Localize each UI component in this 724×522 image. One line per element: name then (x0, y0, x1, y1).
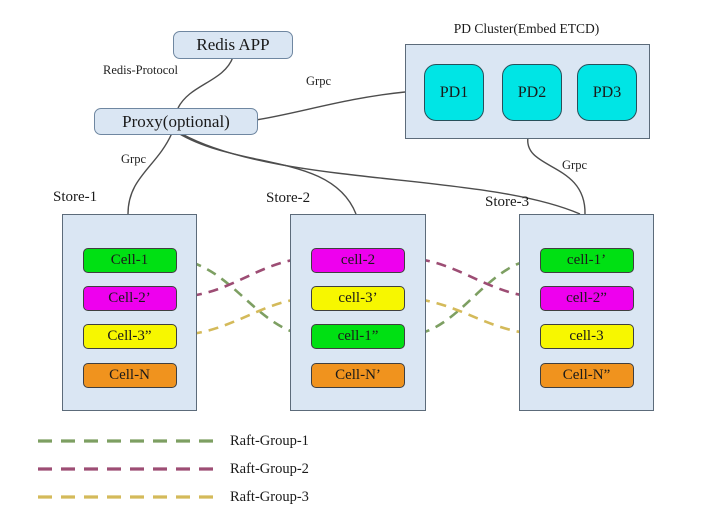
cell-node: Cell-1 (82, 248, 177, 273)
grpc-proxy-pd-edge-label: Grpc (306, 74, 331, 88)
pd3-node: PD3 (577, 64, 637, 121)
cell-node: cell-3’ (311, 286, 405, 311)
store3-box: cell-1’ cell-2” cell-3 Cell-N” (519, 214, 654, 411)
pd1-node: PD1 (424, 64, 484, 121)
pd2-node: PD2 (502, 64, 562, 121)
cell-node: Cell-2’ (82, 286, 177, 311)
store3-label: Store-3 (485, 194, 530, 210)
legend-label: Raft-Group-2 (230, 460, 309, 477)
proxy-node: Proxy(optional) (94, 108, 258, 135)
edge-proxy-to-store3 (181, 133, 581, 215)
legend-item-raft-group-1: Raft-Group-1 (38, 427, 309, 455)
store1-box: Cell-1 Cell-2’ Cell-3” Cell-N (62, 214, 197, 411)
cell-node: Cell-N (82, 363, 177, 388)
edge-pd-to-store3 (527, 136, 586, 215)
edge-redis-to-proxy (177, 56, 234, 109)
cell-node: cell-2 (311, 248, 405, 273)
legend: Raft-Group-1 Raft-Group-2 Raft-Group-3 (38, 427, 309, 511)
cell-node: Cell-N” (539, 363, 634, 388)
store2-box: cell-2 cell-3’ cell-1” Cell-N’ (290, 214, 426, 411)
legend-item-raft-group-2: Raft-Group-2 (38, 455, 309, 483)
raft-group-1-swatch (38, 439, 216, 443)
cell-node: cell-1’ (539, 248, 634, 273)
edge-proxy-to-pd (255, 91, 406, 121)
redis-app-node: Redis APP (173, 31, 293, 59)
raft-group-2-swatch (38, 467, 216, 471)
legend-item-raft-group-3: Raft-Group-3 (38, 483, 309, 511)
store1-label: Store-1 (53, 189, 98, 205)
cell-node: Cell-N’ (311, 363, 405, 388)
pd-cluster-box: PD1 PD2 PD3 (405, 44, 650, 139)
pd-cluster-title: PD Cluster(Embed ETCD) (453, 21, 600, 36)
cell-node: Cell-3” (82, 324, 177, 349)
cell-node: cell-2” (539, 286, 634, 311)
edge-proxy-to-store1 (127, 132, 173, 215)
grpc-pd-store-edge-label: Grpc (562, 158, 587, 172)
cell-node: cell-1” (311, 324, 405, 349)
raft-group-3-swatch (38, 495, 216, 499)
store2-label: Store-2 (266, 190, 311, 206)
legend-label: Raft-Group-1 (230, 432, 309, 449)
cell-node: cell-3 (539, 324, 634, 349)
legend-label: Raft-Group-3 (230, 488, 309, 505)
grpc-proxy-store-edge-label: Grpc (121, 152, 146, 166)
redis-protocol-edge-label: Redis-Protocol (103, 63, 178, 77)
